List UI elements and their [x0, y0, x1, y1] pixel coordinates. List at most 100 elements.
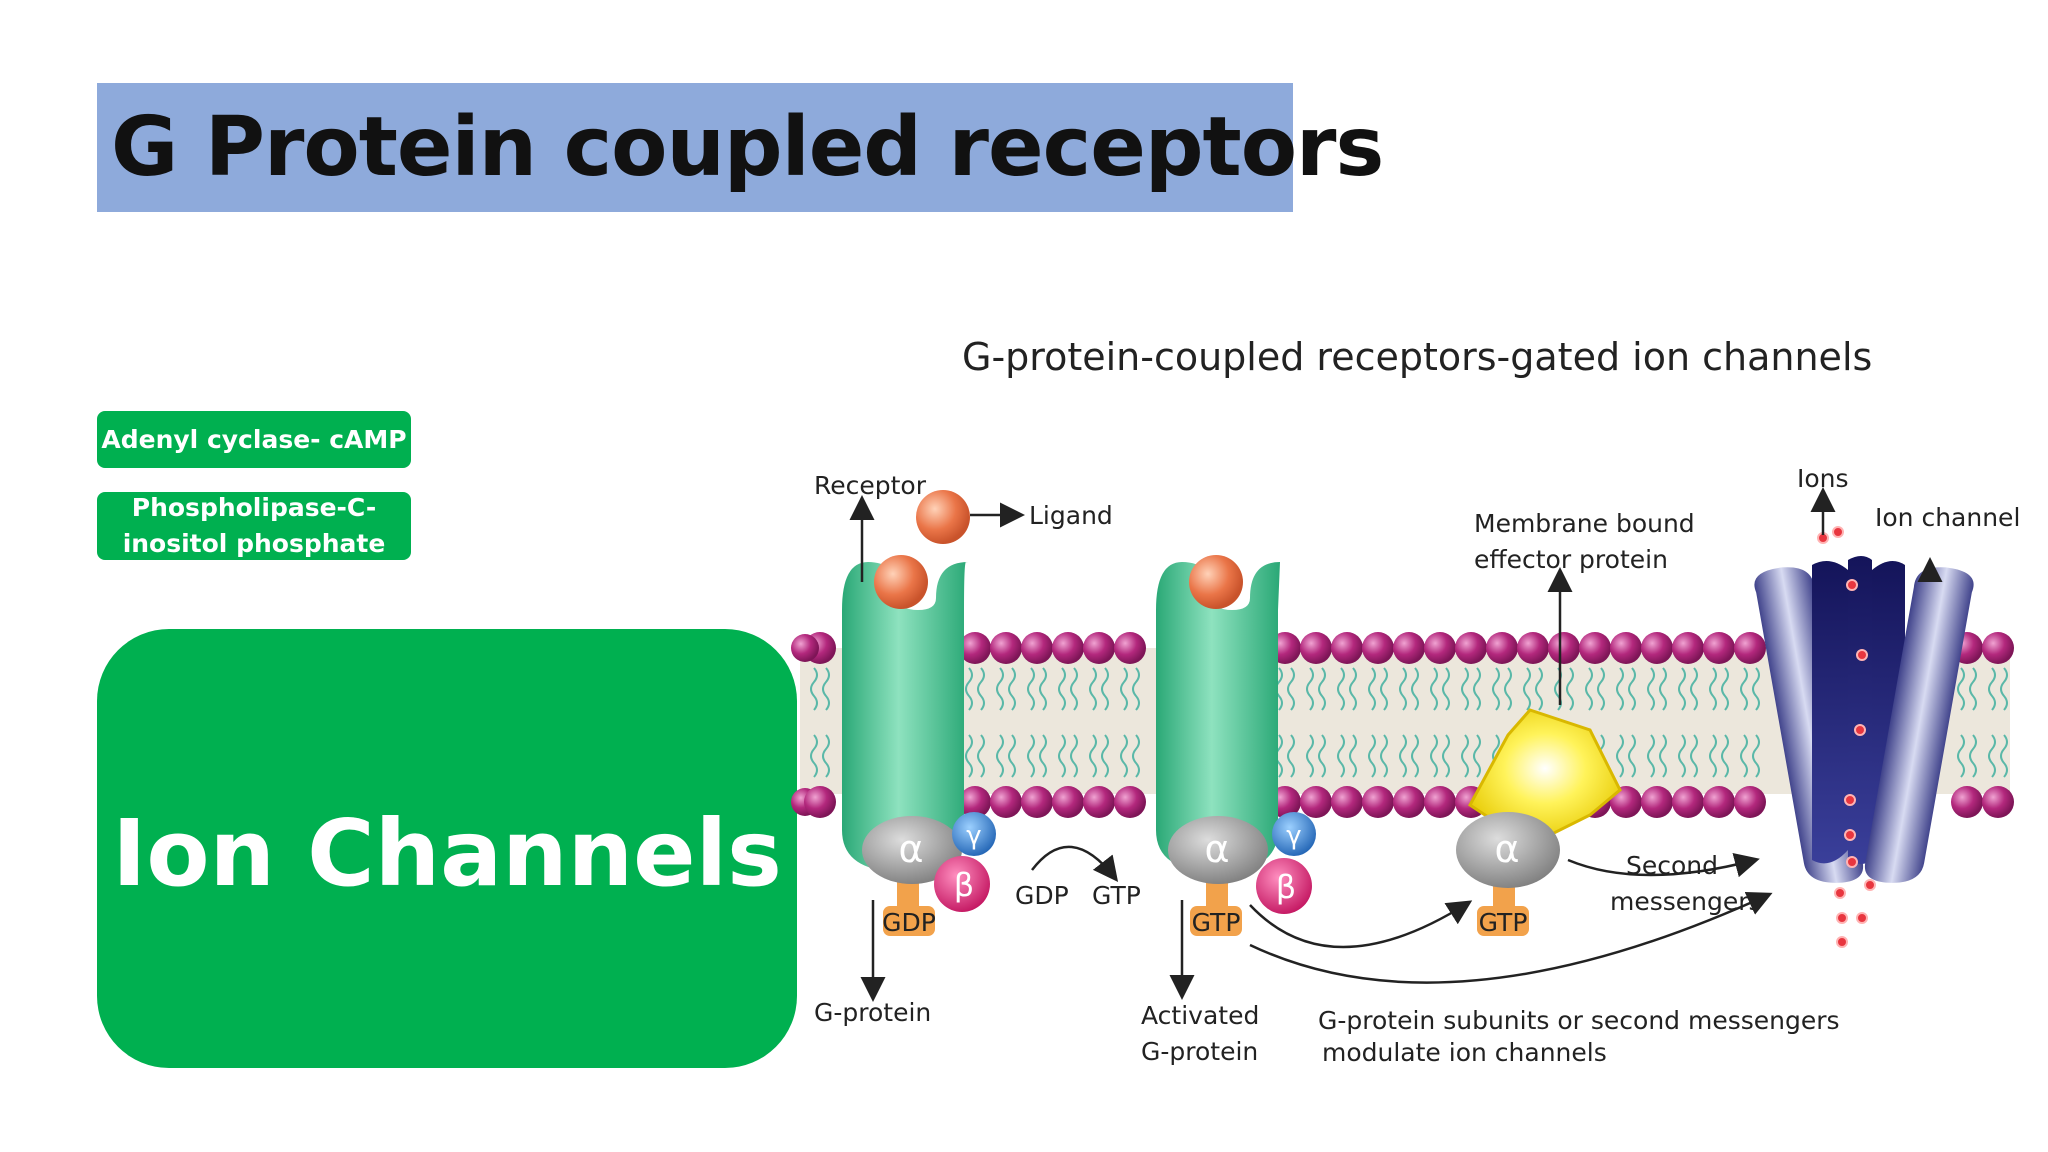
phospholipid-head	[1982, 786, 2014, 818]
phospholipid-head	[990, 786, 1022, 818]
phospholipid-head	[1362, 632, 1394, 664]
phospholipase-button[interactable]: Phospholipase-C- inositol phosphate	[97, 492, 411, 560]
alpha-label-2: α	[1204, 827, 1229, 871]
beta-subunit	[934, 856, 990, 912]
gamma-label-2: γ	[1286, 821, 1301, 851]
second-messengers-label-2: messengers	[1610, 887, 1762, 916]
lipid-tail	[1101, 734, 1109, 778]
lipid-tail	[1585, 667, 1593, 711]
lipid-tail	[1411, 667, 1419, 711]
gtp-chip-2	[1477, 906, 1529, 936]
lipid-tail	[1709, 734, 1717, 778]
ligand-free	[916, 490, 970, 544]
ions-label: Ions	[1797, 464, 1849, 493]
beta-label-2: β	[1276, 868, 1296, 906]
gdp-chip	[883, 906, 935, 936]
receptor-2	[1156, 562, 1280, 872]
lipid-tail	[1287, 734, 1295, 778]
lipid-tail	[1411, 734, 1419, 778]
phospholipase-label-line1: Phospholipase-C-	[131, 493, 377, 522]
lipid-tail	[1380, 734, 1388, 778]
lipid-tail	[1430, 667, 1438, 711]
phospholipid-head	[1579, 632, 1611, 664]
lipid-tail	[1461, 734, 1469, 778]
alpha-subunit-3	[1456, 812, 1560, 888]
phospholipid-head	[1114, 786, 1146, 818]
lipid-tail	[1399, 734, 1407, 778]
ion-channel	[1754, 556, 1974, 883]
lipid-tail	[1368, 734, 1376, 778]
phospholipid-head	[1982, 632, 2014, 664]
phospholipid-head	[1052, 786, 1084, 818]
lipid-tail	[1473, 734, 1481, 778]
ion-channels-box[interactable]: Ion Channels	[97, 629, 797, 1068]
phospholipid-head	[1393, 632, 1425, 664]
lipid-tail	[965, 667, 973, 711]
ion-channel-label: Ion channel	[1875, 503, 2020, 532]
subunits-label-2: modulate ion channels	[1322, 1038, 1607, 1067]
gtp-exchange-label: GTP	[1092, 881, 1141, 910]
alpha-gtp-free: GTP α	[1456, 812, 1560, 937]
lipid-tail	[1306, 734, 1314, 778]
lipid-tail	[1399, 667, 1407, 711]
alpha-label: α	[898, 827, 923, 871]
gtp-chip-1	[1190, 906, 1242, 936]
phospholipid-head	[1672, 786, 1704, 818]
lipid-tail	[965, 734, 973, 778]
lipid-tail	[1027, 734, 1035, 778]
gtp-chip-1-label: GTP	[1192, 908, 1241, 937]
phospholipid-head	[1362, 786, 1394, 818]
lipid-tail	[1368, 667, 1376, 711]
membrane-label-2: effector protein	[1474, 545, 1668, 574]
lipid-tail	[977, 667, 985, 711]
lipid-tail	[1337, 734, 1345, 778]
phospholipid-head	[1486, 632, 1518, 664]
phospholipid-head	[1455, 632, 1487, 664]
lipid-tail	[1349, 734, 1357, 778]
phospholipid-head	[1393, 786, 1425, 818]
ion	[1832, 526, 1844, 538]
ion	[1846, 579, 1858, 591]
subunits-label-1: G-protein subunits or second messengers	[1318, 1006, 1840, 1035]
ion	[1856, 649, 1868, 661]
lipid-tail	[996, 667, 1004, 711]
lipid-tail	[1349, 667, 1357, 711]
phospholipid-head	[1331, 786, 1363, 818]
beta-subunit-2	[1256, 858, 1312, 914]
phospholipid-head	[959, 632, 991, 664]
phospholipid-head	[1424, 786, 1456, 818]
ligand-bound-1	[874, 555, 928, 609]
lipid-tail	[1752, 734, 1760, 778]
lipid-tail	[1690, 734, 1698, 778]
lipid-tail	[1988, 734, 1996, 778]
lipid-tail	[1957, 734, 1965, 778]
adenyl-cyclase-button[interactable]: Adenyl cyclase- cAMP	[97, 411, 411, 468]
phospholipid-head	[804, 786, 836, 818]
ion	[1844, 794, 1856, 806]
ion	[1836, 912, 1848, 924]
receptor-1	[842, 562, 968, 872]
lipid-tail	[1070, 667, 1078, 711]
lipid-tail	[1008, 667, 1016, 711]
arrows	[849, 487, 1943, 1002]
second-messengers-label-1: Second	[1626, 851, 1718, 880]
phospholipid-head	[1672, 632, 1704, 664]
lipid-tail	[1740, 734, 1748, 778]
lipid-tail	[1616, 667, 1624, 711]
phospholipid-head	[1610, 786, 1642, 818]
subunits-arrow	[1249, 891, 1773, 984]
lipid-tail	[1690, 667, 1698, 711]
lipid-tail	[1969, 667, 1977, 711]
phospholipid-head	[1703, 632, 1735, 664]
lipid-tail	[1318, 667, 1326, 711]
gamma-label: γ	[966, 821, 981, 851]
lipid-tail	[1442, 734, 1450, 778]
lipid-tail	[1647, 667, 1655, 711]
ions	[1817, 526, 1876, 948]
membrane-label-1: Membrane bound	[1474, 509, 1695, 538]
phospholipid-head	[1021, 632, 1053, 664]
lipid-tail	[822, 667, 830, 711]
lipid-tail	[1473, 667, 1481, 711]
lipid-tail	[1318, 734, 1326, 778]
phospholipase-label-line2: inositol phosphate	[122, 529, 386, 558]
